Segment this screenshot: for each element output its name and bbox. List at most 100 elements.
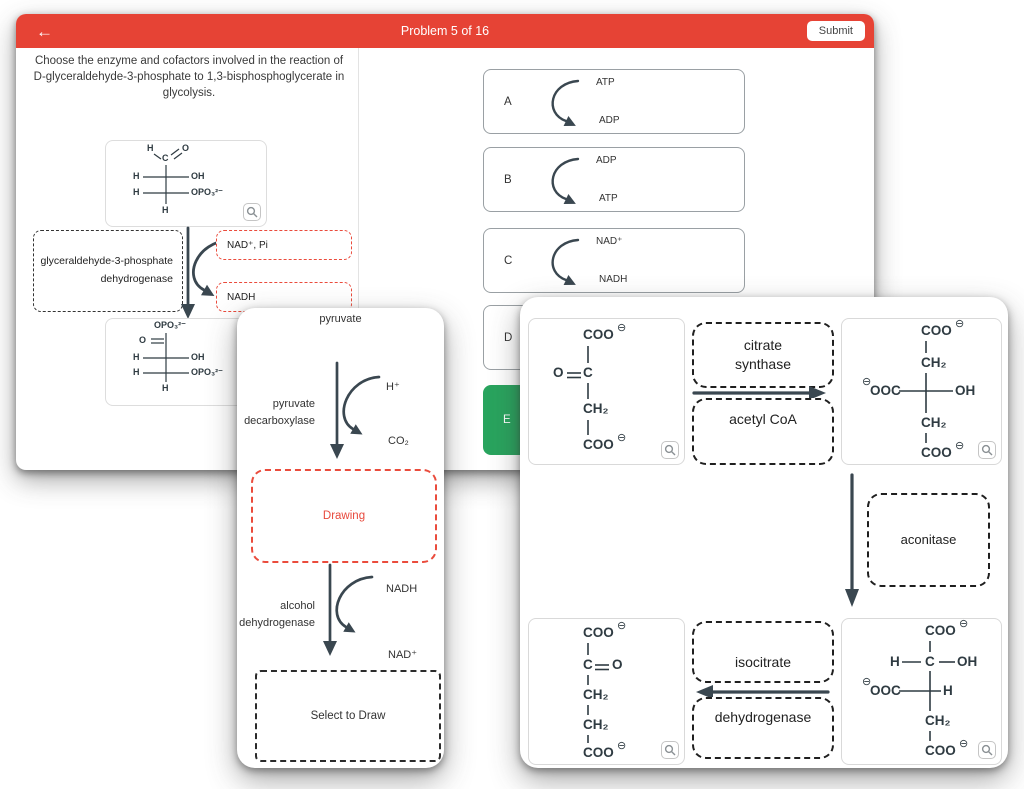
cofactor-label: acetyl CoA: [729, 411, 797, 427]
option-letter: E: [503, 414, 511, 426]
option-c[interactable]: C NAD⁺ NADH: [483, 228, 745, 293]
charge: ⊖: [959, 738, 969, 750]
bpg-bonds: [143, 333, 189, 382]
isocitrate-bonds: [899, 641, 955, 741]
atom: CH₂: [583, 717, 609, 732]
cofactor-in-label: NAD⁺, Pi: [227, 239, 268, 251]
enzyme-line1: pyruvate: [272, 398, 315, 410]
atom: COO: [583, 625, 614, 640]
zoom-icon[interactable]: [978, 441, 996, 459]
atom: COO: [921, 445, 952, 460]
option-letter: B: [504, 173, 512, 186]
curved-arrow: [551, 79, 580, 126]
reaction-arrow: [330, 361, 381, 459]
atom: H: [943, 683, 953, 698]
cofactor-in-label: H⁺: [386, 381, 400, 393]
enzyme-label: aconitase: [900, 532, 957, 548]
enzyme-name-line1: glyceraldehyde-3-phosphate: [40, 255, 173, 268]
option-bottom-label: NADH: [599, 274, 628, 285]
structure-bpg: OPO₃²⁻ O H OH H OPO₃²⁻ H: [106, 319, 266, 405]
option-letter: C: [504, 254, 513, 267]
right-arrow: [692, 386, 826, 400]
atom: O: [182, 143, 190, 153]
zoom-icon[interactable]: [661, 741, 679, 759]
structure-box-g3p: H C O H OH H OPO₃²⁻ H: [105, 140, 267, 227]
charge: ⊖: [955, 318, 965, 330]
option-b[interactable]: B ADP ATP: [483, 147, 745, 212]
atom: C: [925, 654, 935, 669]
panel-divider: [358, 48, 359, 470]
enzyme-name-line2: dehydrogenase: [100, 273, 173, 285]
select-to-draw-label: Select to Draw: [310, 710, 386, 722]
drawing-slot[interactable]: Drawing: [251, 469, 437, 563]
atom: CH₂: [583, 401, 609, 416]
atom: H: [133, 352, 140, 362]
atom: OPO₃²⁻: [191, 367, 223, 377]
atom: COO: [583, 437, 614, 452]
enzyme-slot-isocitrate[interactable]: isocitrate: [692, 621, 834, 683]
atom: COO: [583, 745, 614, 760]
atom: OH: [957, 654, 978, 669]
charge: ⊖: [955, 440, 965, 452]
zoom-icon[interactable]: [661, 441, 679, 459]
atom: CH₂: [921, 415, 947, 430]
structure-box-citrate: COO ⊖ CH₂ ⊖ OOC OH CH₂ COO ⊖: [841, 318, 1002, 465]
g3p-bonds: [143, 148, 189, 204]
akg-bonds: [587, 643, 609, 743]
enzyme-slot-aconitase[interactable]: aconitase: [867, 493, 990, 587]
atom: H: [890, 654, 900, 669]
enzyme-slot-dehydrogenase[interactable]: dehydrogenase: [692, 697, 834, 759]
cofactor-out-label: CO₂: [388, 435, 409, 447]
enzyme-label: dehydrogenase: [714, 709, 812, 725]
back-icon[interactable]: ←: [30, 22, 59, 41]
charge: ⊖: [617, 322, 627, 334]
atom: COO: [583, 327, 614, 342]
atom: H: [133, 171, 140, 181]
enzyme-line2: dehydrogenase: [239, 617, 315, 630]
submit-button[interactable]: Submit: [806, 21, 865, 41]
app-header: ← Problem 5 of 16 Submit: [16, 14, 874, 48]
pyruvate-panel: pyruvate pyruvate decarboxylase H⁺ CO₂ D…: [237, 308, 444, 768]
atom: COO: [921, 323, 952, 338]
atom: CH₂: [925, 713, 951, 728]
atom: C: [583, 657, 593, 672]
citrate-bonds: [899, 341, 953, 443]
option-a[interactable]: A ATP ADP: [483, 69, 745, 134]
zoom-icon[interactable]: [978, 741, 996, 759]
atom: C: [583, 365, 593, 380]
charge: ⊖: [617, 740, 627, 752]
atom: H: [133, 187, 140, 197]
enzyme-slot-gapdh[interactable]: glyceraldehyde-3-phosphate dehydrogenase: [33, 230, 183, 312]
atom: CH₂: [583, 687, 609, 702]
atom: COO: [925, 743, 956, 758]
structure-isocitrate: COO ⊖ H C OH ⊖ OOC H CH₂ COO ⊖: [842, 618, 1001, 764]
atom: O: [612, 657, 623, 672]
atom: C: [162, 153, 169, 163]
structure-oxaloacetate: COO ⊖ O C CH₂ COO ⊖: [529, 319, 684, 464]
atom: OOC: [870, 683, 901, 698]
structure-citrate: COO ⊖ CH₂ ⊖ OOC OH CH₂ COO ⊖: [842, 318, 1001, 464]
charge: ⊖: [959, 618, 969, 630]
atom: O: [553, 365, 564, 380]
atom: H: [162, 383, 169, 393]
cofactor-slot-in[interactable]: NAD⁺, Pi: [216, 230, 352, 260]
left-arrow: [696, 685, 830, 699]
cofactor-in-label: NADH: [386, 583, 418, 595]
atom: OH: [955, 383, 976, 398]
option-bottom-label: ADP: [599, 115, 620, 126]
enzyme-label: isocitrate: [734, 654, 792, 671]
enzyme-line2: decarboxylase: [244, 415, 315, 428]
atom: COO: [925, 623, 956, 638]
atom: OPO₃²⁻: [154, 320, 186, 330]
select-to-draw-slot[interactable]: Select to Draw: [255, 670, 441, 762]
option-letter: A: [504, 95, 512, 108]
zoom-icon[interactable]: [243, 203, 261, 221]
drawing-label: Drawing: [322, 510, 366, 522]
option-bottom-label: ATP: [599, 193, 618, 204]
cofactor-slot-acetyl-coa[interactable]: acetyl CoA: [692, 398, 834, 465]
page-title: Problem 5 of 16: [400, 24, 490, 38]
structure-box-isocitrate: COO ⊖ H C OH ⊖ OOC H CH₂ COO ⊖: [841, 618, 1002, 765]
